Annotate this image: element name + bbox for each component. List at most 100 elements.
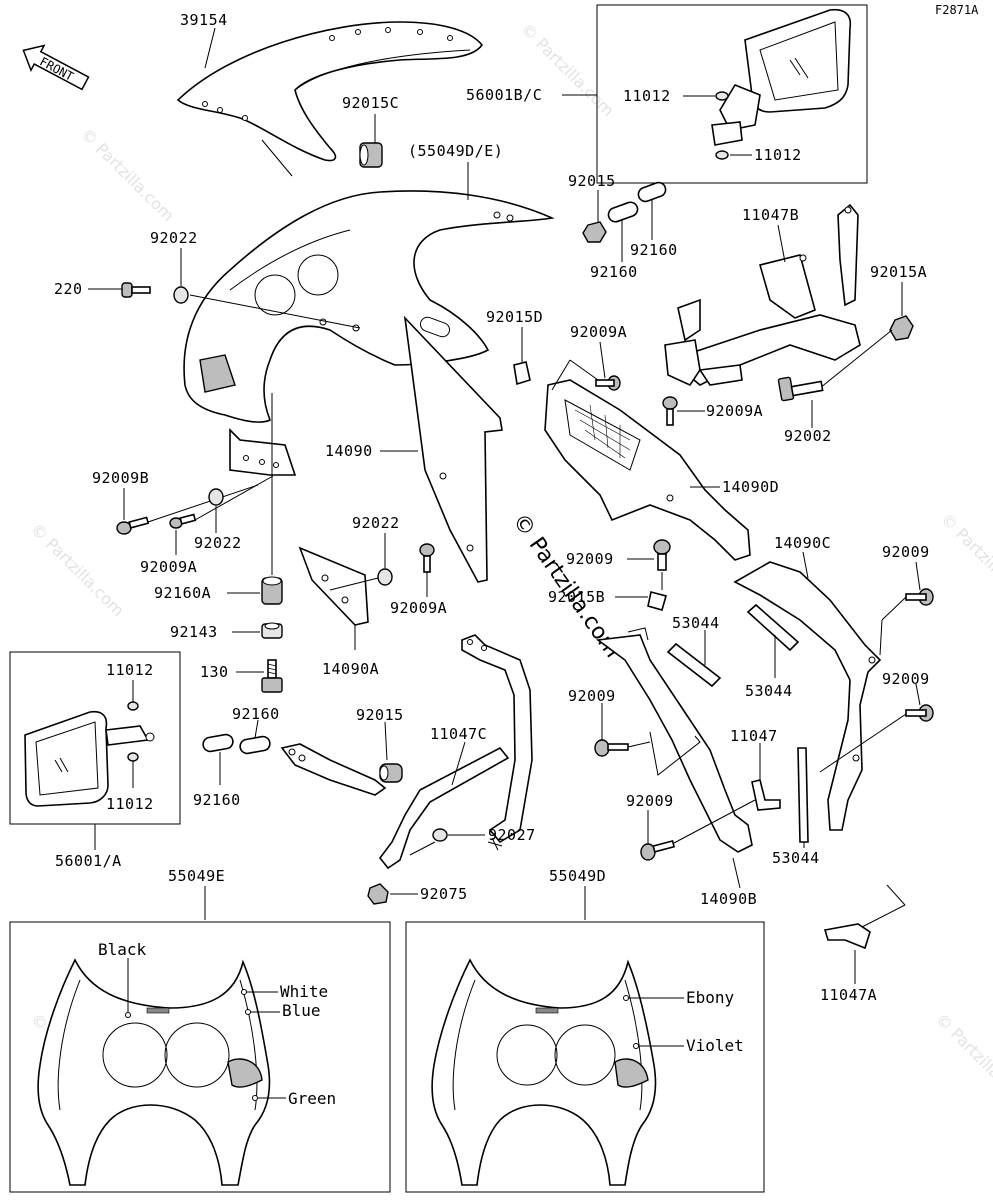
clip-92015D <box>513 361 531 386</box>
callout-92160-left1: 92160 <box>232 705 280 723</box>
color-label-green: Green <box>288 1089 336 1108</box>
cap-11012 <box>715 91 729 101</box>
callout-11012-top2: 11012 <box>754 146 802 164</box>
upper-fairing-part <box>183 190 555 476</box>
color-label-blue: Blue <box>282 1001 321 1020</box>
nut-92015 <box>582 221 607 243</box>
callout-53044-2: 53044 <box>745 682 793 700</box>
front-arrow-label: FRONT <box>37 54 75 83</box>
inner-panel-14090D <box>544 379 751 561</box>
callout-92009A-center: 92009A <box>390 599 447 617</box>
callout-92027: 92027 <box>488 826 536 844</box>
lower-cowl-14090B <box>595 627 753 853</box>
callout-53044-3: 53044 <box>772 849 820 867</box>
callout-14090B: 14090B <box>700 890 757 908</box>
callout-92022-mid: 92022 <box>194 534 242 552</box>
grommet-92015-mid <box>379 763 403 783</box>
callout-55049D: 55049D <box>549 867 606 885</box>
side-panel-14090C <box>733 561 882 831</box>
watermark-faint: © Partzilla.com <box>77 124 178 225</box>
callout-92015B: 92015B <box>548 588 605 606</box>
diagram-code: F2871A <box>935 3 979 17</box>
callout-92143: 92143 <box>170 623 218 641</box>
stay-11047 <box>751 779 781 811</box>
callout-92009-right2: 92009 <box>882 670 930 688</box>
nut-92015A <box>889 315 914 341</box>
watermark-faint: © Partzilla.com <box>27 519 128 620</box>
callout-56001A: 56001/A <box>55 852 122 870</box>
screw-220 <box>121 282 151 298</box>
clip-92015B <box>647 591 667 611</box>
variant-box-55049D <box>405 921 765 1193</box>
callout-92009A-top: 92009A <box>570 323 627 341</box>
screw-92009A-left <box>169 513 197 529</box>
callout-14090C: 14090C <box>774 534 831 552</box>
bolt-92002 <box>777 376 824 402</box>
callout-11047B: 11047B <box>742 206 799 224</box>
callout-92009-lower2: 92009 <box>626 792 674 810</box>
callout-92002: 92002 <box>784 427 832 445</box>
callout-39154: 39154 <box>180 11 228 29</box>
front-cowl-55049E <box>37 958 271 1186</box>
bracket-14090A <box>298 546 369 626</box>
pad-53044 <box>666 603 809 843</box>
front-cowl-55049D <box>431 958 657 1186</box>
callout-11047: 11047 <box>730 727 778 745</box>
callout-11047A: 11047A <box>820 986 877 1004</box>
callout-11012-left2: 11012 <box>106 795 154 813</box>
color-label-violet: Violet <box>686 1036 744 1055</box>
callout-92075: 92075 <box>420 885 468 903</box>
stay-bracket-11047B <box>664 203 861 387</box>
grommet-92015C <box>359 142 383 168</box>
front-arrow-icon: FRONT <box>22 44 90 91</box>
callout-14090A: 14090A <box>322 660 379 678</box>
washer-92022-center <box>377 568 393 586</box>
callout-56001BC: 56001B/C <box>466 86 542 104</box>
screw-92009B <box>116 516 150 535</box>
screw-92009-right2 <box>905 704 934 722</box>
screw-92009A <box>595 375 621 391</box>
screw-92009-right1 <box>905 588 934 606</box>
callout-130: 130 <box>200 663 229 681</box>
callout-92009-lower1: 92009 <box>568 687 616 705</box>
screw-92009-lower1 <box>594 739 629 757</box>
watermark-faint: © Partzilla.com <box>937 509 993 610</box>
callout-53044-1: 53044 <box>672 614 720 632</box>
callout-92015D: 92015D <box>486 308 543 326</box>
color-label-ebony: Ebony <box>686 988 735 1007</box>
stay-11047A <box>823 923 871 950</box>
bolt-130 <box>261 659 283 693</box>
callout-11012-top1: 11012 <box>623 87 671 105</box>
cap-11012-left <box>127 701 139 711</box>
callout-92015-mid: 92015 <box>356 706 404 724</box>
callout-92022-center: 92022 <box>352 514 400 532</box>
callout-92160-left2: 92160 <box>193 791 241 809</box>
mirror-right-part <box>711 8 852 146</box>
clip-92160 <box>607 181 667 223</box>
watermark-faint: © Partzilla.com <box>517 19 618 120</box>
grommet-92160A <box>261 576 283 605</box>
cap-11012 <box>715 150 729 160</box>
callout-92022-top: 92022 <box>150 229 198 247</box>
washer-92027 <box>432 828 448 842</box>
callout-92009A-left: 92009A <box>140 558 197 576</box>
callout-92009-center: 92009 <box>566 550 614 568</box>
callout-14090: 14090 <box>325 442 373 460</box>
collar-92143 <box>261 622 283 639</box>
callout-92015C: 92015C <box>342 94 399 112</box>
screw-92009A-center <box>419 543 435 573</box>
washer-92022-mid <box>208 488 224 506</box>
callout-11012-left1: 11012 <box>106 661 154 679</box>
washer-92022 <box>173 286 189 304</box>
callout-92009B: 92009B <box>92 469 149 487</box>
callout-55049E: 55049E <box>168 867 225 885</box>
callout-92015A: 92015A <box>870 263 927 281</box>
callout-11047C: 11047C <box>430 725 487 743</box>
clip-92160-left <box>202 733 271 755</box>
callout-92160-top1: 92160 <box>590 263 638 281</box>
color-label-black: Black <box>98 940 147 959</box>
windshield-part <box>176 21 484 177</box>
callout-92009-right1: 92009 <box>882 543 930 561</box>
screw-92009-center <box>653 539 671 571</box>
